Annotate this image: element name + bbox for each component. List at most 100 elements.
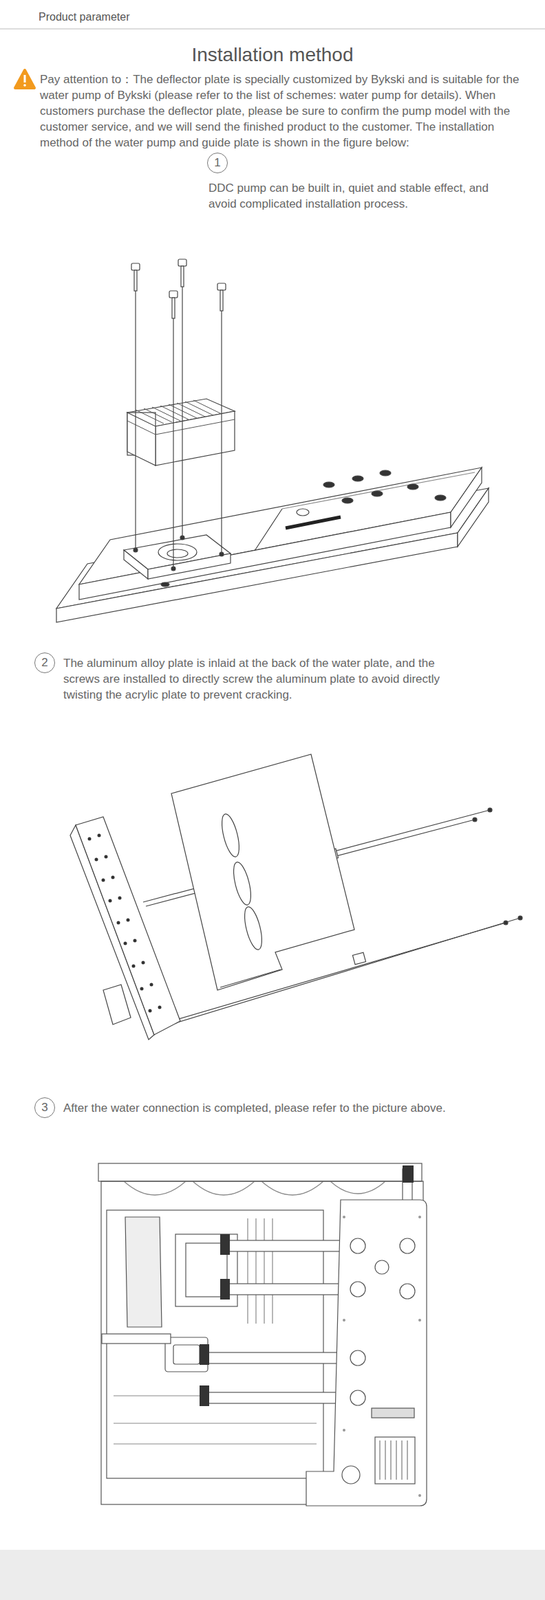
assembled-case-illustration [247,1219,248,1325]
assembled-case-illustration [173,1345,200,1366]
mount-holes [88,838,92,842]
aluminum-plate-illustration [241,906,266,953]
assembled-case-illustration [98,1164,422,1183]
aluminum-plate-illustration [103,985,131,1026]
aluminum-plate-illustration [472,818,477,823]
pump-plate-illustration [127,400,235,435]
pump-plate-illustration [152,407,181,422]
aluminum-plate-illustration [230,861,255,908]
aluminum-plate-illustration [70,754,523,1041]
aluminum-plate-illustration [503,921,508,926]
warning-icon [15,70,35,89]
mount-holes [111,876,115,881]
assembled-case-illustration [350,1351,366,1367]
step-text: After the water connection is completed,… [63,1101,532,1117]
pump-plate-illustration [158,544,197,561]
pump-plate-illustration [407,484,419,490]
assembled-case-illustration [113,1219,317,1446]
screws [134,270,137,292]
assembled-case-illustration [113,1423,317,1425]
assembled-case-illustration [342,1319,346,1323]
assembled-case-illustration [379,1441,380,1481]
section-header: Product parameter [38,10,314,25]
screws [181,268,183,539]
screws [180,266,184,287]
assembled-case-illustration [401,1441,402,1481]
assembled-case-illustration [255,1219,256,1325]
pump-plate-illustration [143,408,173,423]
screws [220,290,223,312]
pump-plate-illustration [160,405,189,420]
aluminum-plate-illustration [218,813,243,860]
fittings [220,1279,230,1301]
footer-band [0,1551,545,1600]
assembled-case-illustration [375,1438,415,1485]
pump-plate-illustration [282,472,475,510]
pump-plate-illustration [167,549,188,559]
pump-plate-illustration [79,512,451,601]
screws [217,283,226,291]
assembled-case-illustration [371,1409,415,1419]
screws [131,263,140,271]
assembled-case-illustration [395,1441,397,1481]
screws [172,297,175,319]
assembled-case-illustration [375,1261,389,1276]
assembled-case-illustration [125,1217,162,1329]
step-circle: 3 [34,1098,56,1119]
screws [172,300,174,570]
screws [134,272,136,551]
assembled-case-illustration [342,1239,415,1485]
assembled-case-illustration [384,1441,386,1481]
mount-holes [140,988,144,992]
assembled-case-illustration [98,1164,427,1508]
mount-holes [101,879,106,883]
assembled-case-illustration [113,1444,317,1446]
fittings [220,1235,230,1256]
mount-holes [148,1010,153,1014]
assembled-case-illustration [418,1319,422,1323]
pump-plate-illustration [155,419,235,435]
pump-plate-illustration [434,495,446,501]
pump-plate-illustration [123,550,148,580]
mount-holes [132,965,136,969]
step-text: DDC pump can be built in, quiet and stab… [208,180,519,212]
screws [169,291,178,298]
assembled-case-illustration [227,1241,351,1253]
pump-plate-illustration [127,421,156,435]
pump-plate-illustration [135,410,164,424]
step-circle: 2 [34,653,56,674]
mount-holes [150,984,154,988]
assembled-case-illustration [175,1235,238,1308]
pump-plate-illustration [342,498,354,504]
mount-holes [108,900,113,904]
assembled-case-illustration [390,1441,391,1481]
mount-holes [104,856,109,860]
mount-holes [133,939,137,944]
step-circle: 1 [207,152,228,174]
pump-plate-illustration [155,411,235,466]
assembled-case-illustration [123,1182,386,1196]
page-title: Installation method [0,44,545,67]
callout-number: 3 [41,1101,48,1116]
assembled-case-illustration [350,1239,366,1255]
assembled-case-illustration [306,1200,427,1508]
warning-icon [23,83,27,87]
aluminum-plate-illustration [220,970,281,989]
fittings [402,1166,414,1184]
mount-holes [94,858,99,863]
screws [220,292,222,555]
assembled-case-illustration [227,1284,351,1296]
pump-plate-illustration [185,401,214,416]
assembled-case-illustration [406,1441,408,1481]
pump-plate-illustration [176,403,206,418]
mount-holes [118,897,122,901]
assembled-case-illustration [418,1216,422,1220]
assembled-case-illustration [342,1429,346,1433]
assembled-case-illustration [379,1441,408,1481]
mount-holes [141,962,146,966]
pump-plate-illustration [296,509,309,517]
pump-plate-illustration [379,470,391,477]
aluminum-plate-illustration [75,817,181,1036]
aluminum-plate-illustration [352,953,366,966]
